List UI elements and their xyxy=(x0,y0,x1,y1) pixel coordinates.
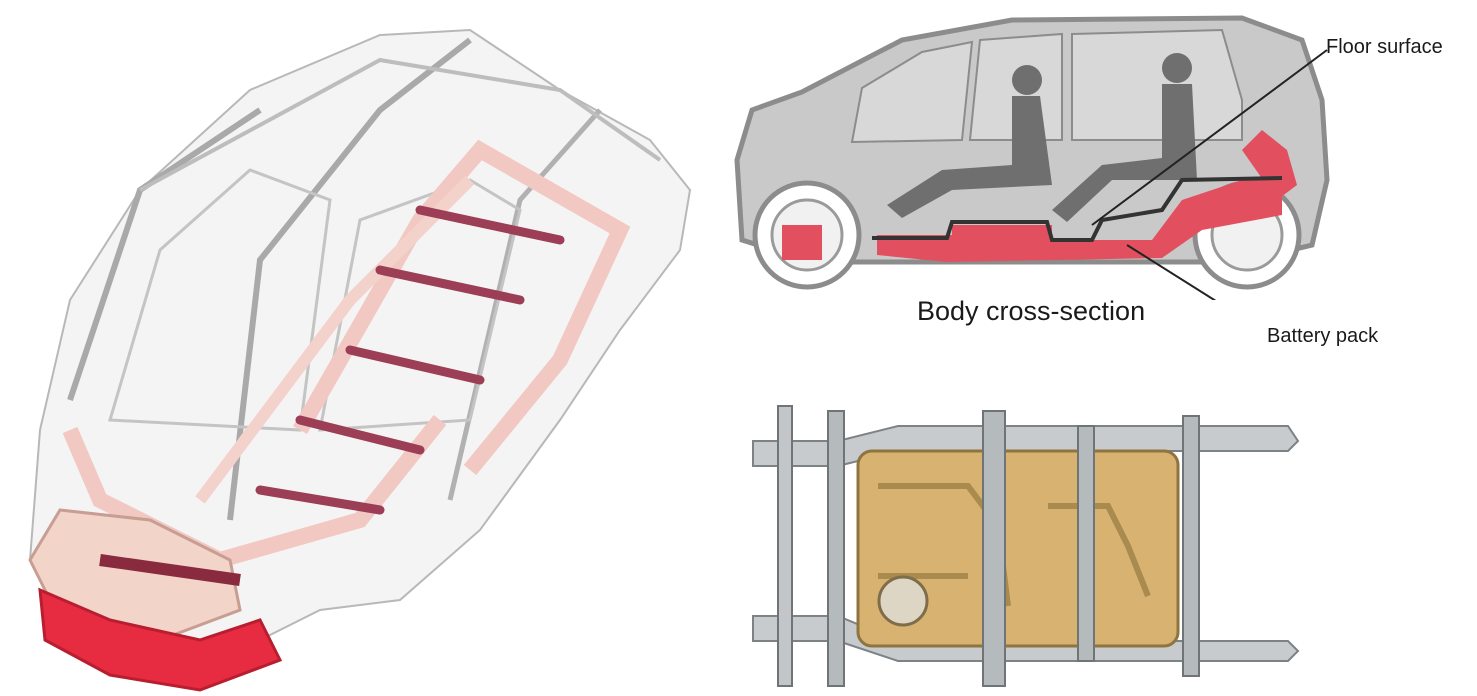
cross-member xyxy=(345,345,485,385)
front-bumper-beam xyxy=(777,405,793,687)
front-window xyxy=(850,40,974,144)
front-motor-unit xyxy=(782,225,822,260)
battery-pack-leader xyxy=(1126,244,1217,300)
body-frame-illustration xyxy=(0,0,700,696)
floor-surface-line xyxy=(872,176,1283,242)
rear-cross-member-1 xyxy=(1077,425,1095,662)
underbody-drawing xyxy=(752,405,1300,687)
rear-door-frame xyxy=(318,178,522,432)
rear-window xyxy=(1071,28,1243,141)
cross-member xyxy=(375,265,525,305)
cross-member xyxy=(255,485,385,515)
body-cross-section-caption: Body cross-section xyxy=(917,296,1146,326)
battery-pack xyxy=(877,180,1282,262)
roof-pillar-center xyxy=(227,37,472,521)
rear-drive-unit xyxy=(1242,130,1297,200)
front-cross-member xyxy=(827,410,845,687)
door-frame xyxy=(108,168,332,432)
cross-section-drawing xyxy=(734,15,1330,300)
floor-surface-label: Floor surface xyxy=(1326,36,1443,58)
middle-cross-member xyxy=(982,410,1006,687)
driver-head xyxy=(1012,65,1042,95)
front-subframe xyxy=(38,587,283,692)
front-cross-beam xyxy=(99,554,241,586)
cross-member xyxy=(415,205,565,245)
passenger-body xyxy=(1052,84,1197,222)
driver-body xyxy=(887,96,1052,218)
cross-members xyxy=(255,205,565,515)
battery-connector xyxy=(877,575,929,627)
passenger-head xyxy=(1162,53,1192,83)
upper-side-rail xyxy=(752,425,1300,467)
cross-member xyxy=(295,415,425,455)
underbody-battery-figure xyxy=(748,396,1308,696)
occupants xyxy=(887,53,1197,222)
battery-pack-tray xyxy=(856,449,1180,648)
roof-rail xyxy=(139,57,662,192)
floor-surface-leader xyxy=(1091,49,1328,226)
body-cross-section-figure: Floor surface Body cross-section Battery… xyxy=(722,0,1477,360)
body-frame-drawing xyxy=(28,28,692,692)
rear-cross-member-2 xyxy=(1182,415,1200,677)
center-rail xyxy=(195,175,475,504)
battery-pack-label: Battery pack xyxy=(1267,325,1379,347)
